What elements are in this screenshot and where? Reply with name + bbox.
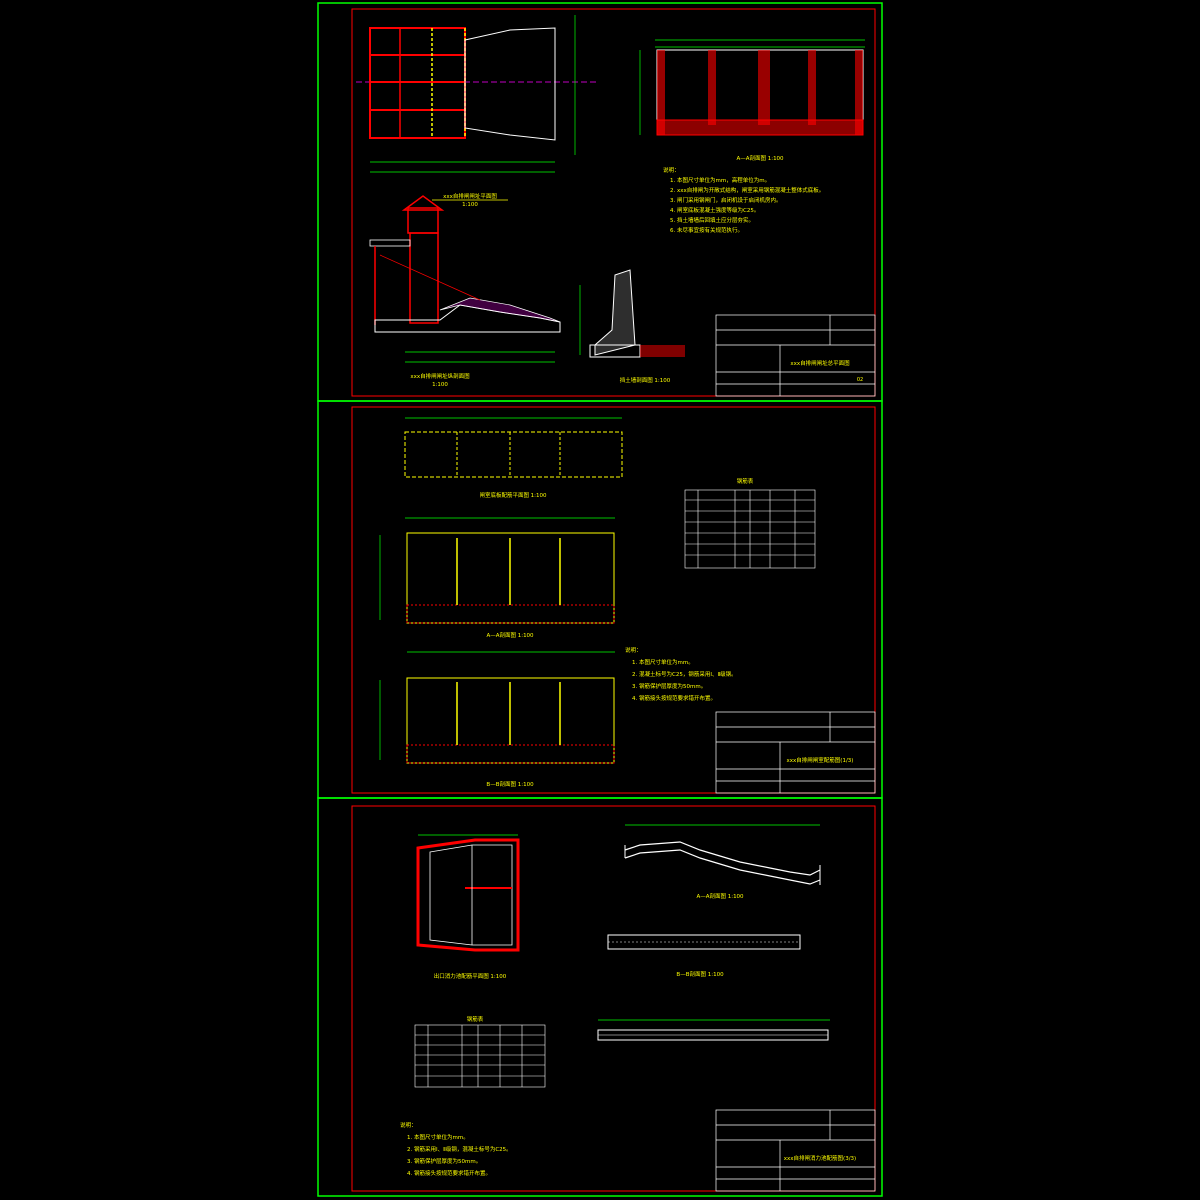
sheet-frames [317,2,883,1197]
sluice-plan-view: xxx自排闸闸址平面图 1:100 [356,15,597,208]
title-block-title: xxx自排闸闸址总平面图 [790,359,850,367]
retaining-wall-backfill [640,345,685,357]
section-a-view: A—A剖面图 1:100 [639,39,865,162]
sheet-3-notes-heading: 说明： [400,1121,417,1129]
rebar-table-sheet-3: 钢筋表 [414,1015,546,1088]
sheet-3-border [351,805,876,1192]
longitudinal-scale: 1:100 [432,382,448,388]
sheet-2: 闸室底板配筋平面图 1:100 A—A剖面图 1:100 B—B剖面图 1:10… [379,417,876,794]
sheet-2-notes: 说明： 1. 本图尺寸单位为mm。 2. 混凝土标号为C25，钢筋采用Ⅰ、Ⅱ级钢… [625,646,737,702]
plan-title: xxx自排闸闸址平面图 [443,192,497,200]
slab-rebar-plan: 闸室底板配筋平面图 1:100 [404,417,623,499]
sheet-2-note-2: 2. 混凝土标号为C25，钢筋采用Ⅰ、Ⅱ级钢。 [632,670,737,678]
sheet-3-note-1: 1. 本图尺寸单位为mm。 [407,1133,469,1141]
basin-rebar-bar [597,1019,830,1041]
sheet-3-title-block: xxx自排闸消力池配筋图(3/3) [715,1109,876,1192]
slab-plan-title: 闸室底板配筋平面图 1:100 [479,491,547,499]
sheet-3: 出口消力池配筋平面图 1:100 A—A剖面图 1:100 B—B剖面图 1:1… [400,824,876,1192]
longitudinal-title: xxx自排闸闸址纵剖面图 [410,372,470,380]
basin-section-a: A—A剖面图 1:100 [624,824,821,900]
section-a-pier-2 [758,50,770,125]
hoist-house-gable [401,195,445,211]
note-1: 1. 本图尺寸单位为mm，高程单位为m。 [670,176,770,184]
sheet-1-notes: 说明： 1. 本图尺寸单位为mm，高程单位为m。 2. xxx自排闸为开敞式结构… [663,166,824,234]
bridge-deck [369,239,411,247]
section-a-wall-left [657,50,665,135]
plan-scale: 1:100 [462,202,478,208]
slab-plan-outline [404,431,623,478]
sheet-1-title-block: xxx自排闸闸址总平面图 02 [715,314,876,397]
basin-plan-title: 出口消力池配筋平面图 1:100 [434,972,507,980]
sheet-3-note-4: 4. 钢筋接头按规范要求错开布置。 [407,1169,491,1177]
basin-section-b: B—B剖面图 1:100 [607,934,801,978]
section-a-title: A—A剖面图 1:100 [736,154,784,162]
retaining-wall-section: 挡土墙剖面图 1:100 [579,269,685,384]
slope-line [379,254,481,301]
section-b-rebar-title: B—B剖面图 1:100 [486,780,534,788]
rebar-table-title: 钢筋表 [737,477,754,485]
basin-section-a-top [624,841,821,876]
retaining-wall-body [594,269,636,356]
basin-section-b-title: B—B剖面图 1:100 [676,970,724,978]
sheet-borders [351,8,876,1192]
section-a-pier-1 [708,50,716,125]
basin-rebar-table-title: 钢筋表 [467,1015,484,1023]
rebar-table-sheet-2: 钢筋表 [684,477,816,569]
basin-rebar-plan: 出口消力池配筋平面图 1:100 [416,834,520,980]
apron-profile [439,297,561,323]
hoist-house-body [409,232,439,324]
note-2: 2. xxx自排闸为开敞式结构，闸室采用钢筋混凝土整体式底板。 [670,186,824,194]
sheet-1-border [351,8,876,397]
slab-rebar-section-b: B—B剖面图 1:100 [379,651,615,788]
basin-section-a-title: A—A剖面图 1:100 [696,892,744,900]
longitudinal-section: xxx自排闸闸址纵剖面图 1:100 [369,195,561,388]
sheet-3-title-block-title: xxx自排闸消力池配筋图(3/3) [784,1154,856,1162]
note-4: 4. 闸室底板混凝土强度等级为C25。 [670,206,759,214]
sheet-3-note-3: 3. 钢筋保护层厚度为50mm。 [407,1157,481,1165]
section-a-pier-3 [808,50,816,125]
sheet-2-title-block-title: xxx自排闸闸室配筋图(1/3) [787,756,854,764]
title-block-drawing-no: 02 [857,377,863,383]
sheet-2-title-block: xxx自排闸闸室配筋图(1/3) [715,711,876,794]
notes-heading: 说明： [663,166,680,174]
basin-section-a-bottom [624,849,821,885]
title-block-frame [715,314,876,397]
sheet-1: xxx自排闸闸址平面图 1:100 A—A剖面图 1:100 [356,15,876,397]
note-5: 5. 挡土墙墙后回填土应分层夯实。 [670,216,754,224]
sheet-2-border [351,406,876,794]
sheet-2-notes-heading: 说明： [625,646,642,654]
wall-section-title: 挡土墙剖面图 1:100 [620,376,671,384]
note-6: 6. 未尽事宜按有关规范执行。 [670,226,743,234]
sheet-3-note-2: 2. 钢筋采用Ⅰ、Ⅱ级钢，混凝土标号为C25。 [407,1145,512,1153]
sheet-3-frame [317,797,883,1197]
basin-rebar-table-frame [414,1024,546,1088]
basin-plan-outline [416,838,520,952]
slab-rebar-section-a: A—A剖面图 1:100 [379,517,615,639]
section-a-wall-right [855,50,863,135]
note-3: 3. 闸门采用钢闸门，启闭机设于启闭机房内。 [670,196,782,204]
sheet-2-note-3: 3. 钢筋保护层厚度为50mm。 [632,682,706,690]
sheet-3-notes: 说明： 1. 本图尺寸单位为mm。 2. 钢筋采用Ⅰ、Ⅱ级钢，混凝土标号为C25… [400,1121,512,1177]
sheet-2-note-4: 4. 钢筋接头按规范要求错开布置。 [632,694,716,702]
sheet-2-note-1: 1. 本图尺寸单位为mm。 [632,658,694,666]
section-a-rebar-title: A—A剖面图 1:100 [486,631,534,639]
